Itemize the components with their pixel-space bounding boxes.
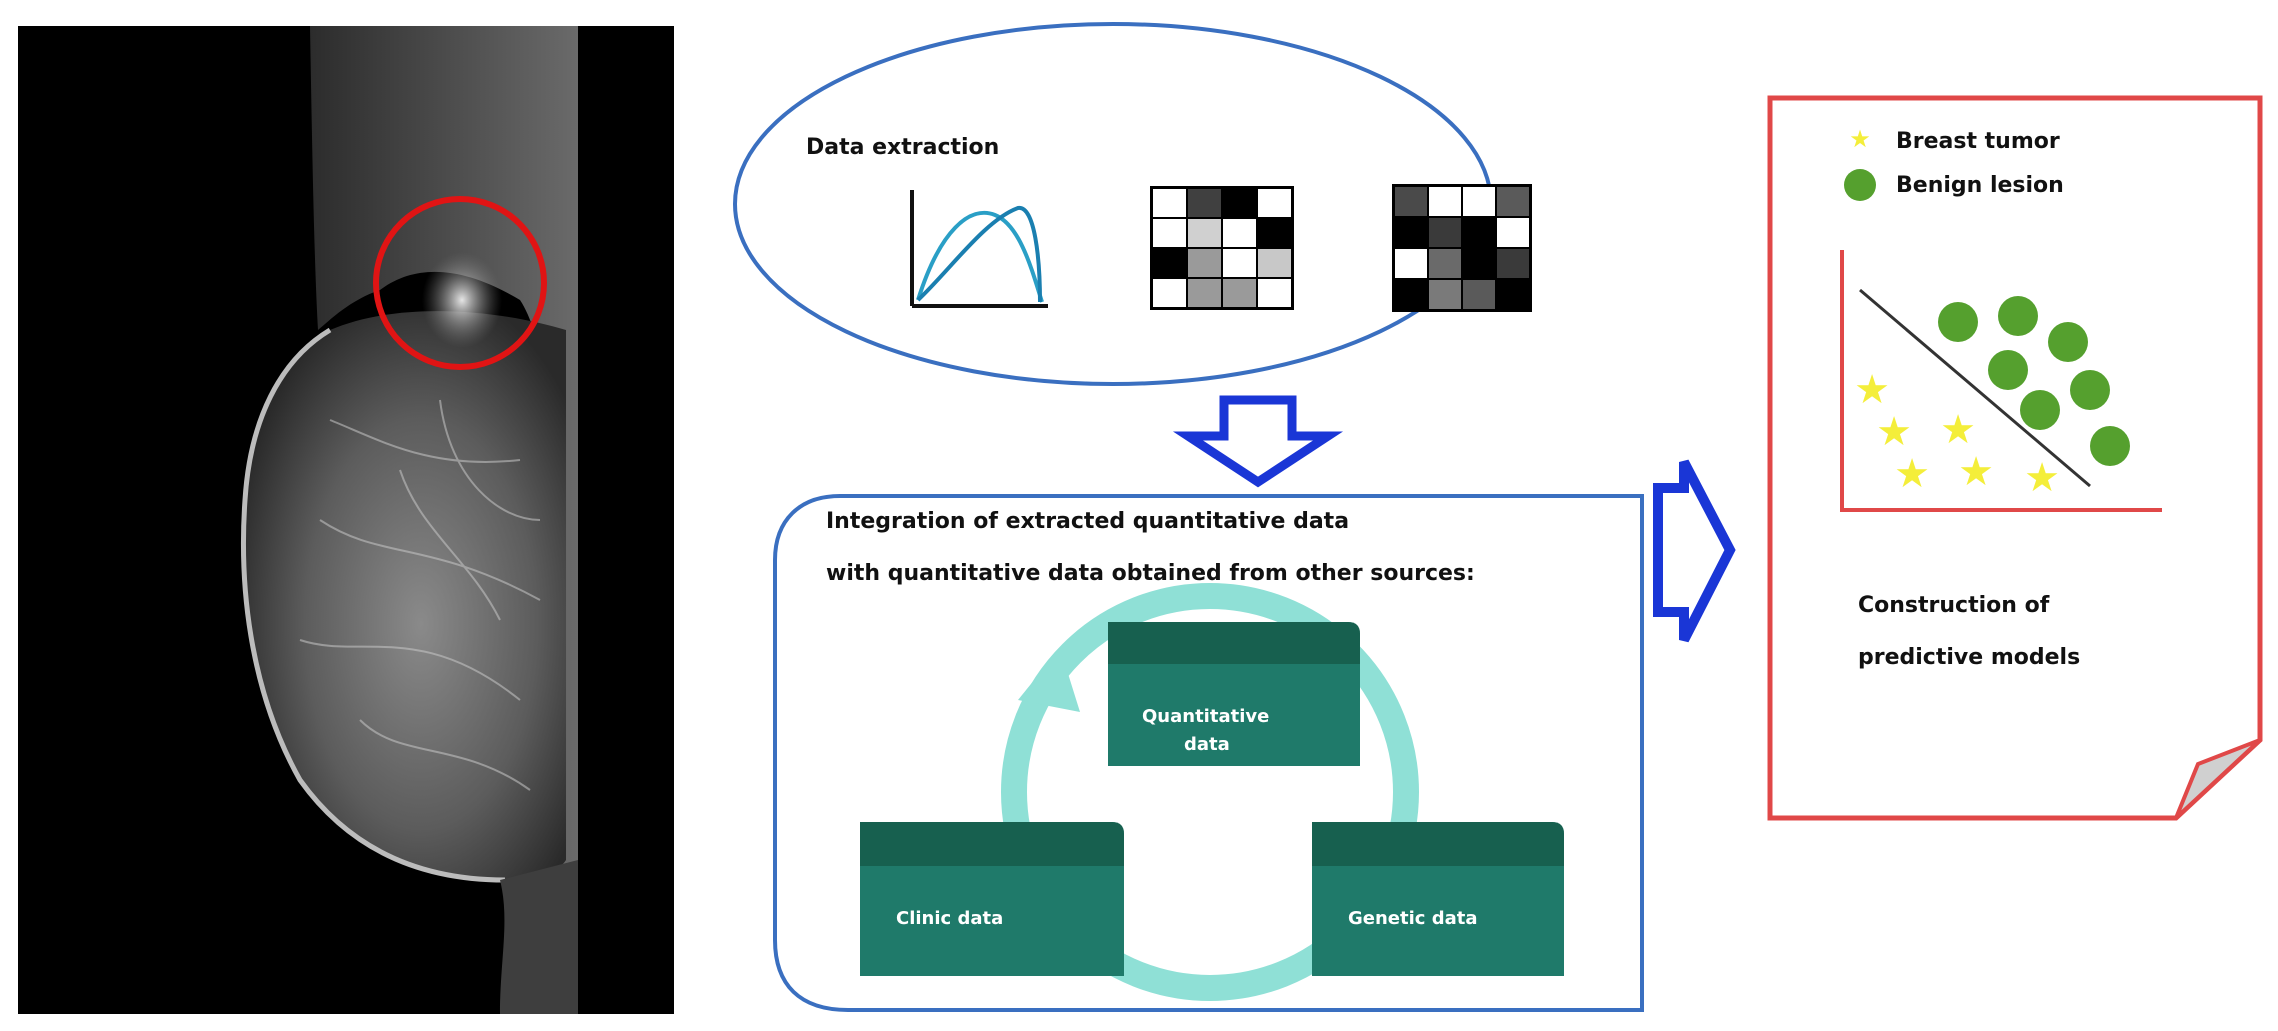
texture-grid-icon: [1150, 186, 1294, 310]
dot-icon: [2020, 390, 2060, 430]
quantitative-data-label-1: Quantitative: [1142, 706, 1269, 727]
cycle-ring: [1001, 583, 1419, 1001]
dot-icon: [1988, 350, 2028, 390]
star-icon: ★: [2024, 455, 2060, 501]
clinic-data-box: Clinic data: [860, 822, 1124, 976]
outlined-down-arrow-icon: [1172, 395, 1344, 488]
star-icon: ★: [1849, 125, 1871, 153]
star-icon: ★: [1940, 407, 1976, 453]
quantitative-data-box: Quantitative data: [1108, 622, 1360, 766]
scatter-axes: [1840, 250, 2162, 512]
star-icon: ★: [1876, 409, 1912, 455]
dot-icon: [2070, 370, 2110, 410]
legend-benign-label: Benign lesion: [1896, 173, 2064, 198]
quantitative-data-label-2: data: [1184, 734, 1230, 755]
star-icon: ★: [1894, 451, 1930, 497]
model-caption-line-2: predictive models: [1858, 645, 2080, 670]
integration-line-2: with quantitative data obtained from oth…: [826, 561, 1475, 586]
page-fold-icon: [2174, 738, 2262, 820]
dot-icon: [2090, 426, 2130, 466]
integration-line-1: Integration of extracted quantitative da…: [826, 509, 1349, 534]
decision-boundary: [1859, 288, 2091, 488]
red-circle-roi-icon: [373, 196, 547, 370]
mammogram-image: [18, 26, 674, 1014]
data-extraction-ellipse: [733, 22, 1493, 386]
legend-tumor-label: Breast tumor: [1896, 129, 2060, 154]
dot-icon: [2048, 322, 2088, 362]
clinic-data-label: Clinic data: [896, 908, 1003, 929]
genetic-data-box: Genetic data: [1312, 822, 1564, 976]
dot-icon: [1938, 302, 1978, 342]
model-caption-line-1: Construction of: [1858, 593, 2050, 618]
dot-icon: [1844, 169, 1876, 201]
curve-plot-icon: [910, 190, 1048, 308]
star-icon: ★: [1958, 449, 1994, 495]
genetic-data-label: Genetic data: [1348, 908, 1478, 929]
cycle-arrowhead-icon: [1018, 648, 1080, 712]
dot-icon: [1998, 296, 2038, 336]
texture-grid-icon: [1392, 184, 1532, 312]
data-extraction-title: Data extraction: [806, 135, 999, 160]
star-icon: ★: [1854, 367, 1890, 413]
outlined-right-arrow-icon: [1653, 459, 1736, 643]
